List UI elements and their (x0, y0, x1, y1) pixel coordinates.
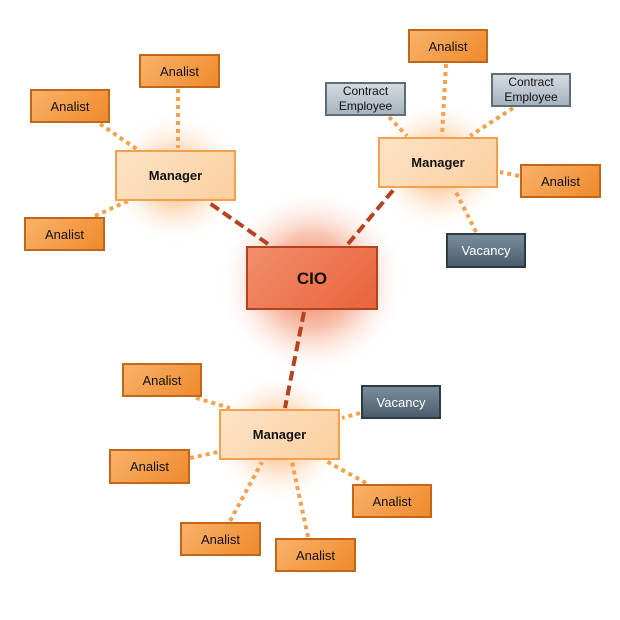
member-link (468, 106, 515, 138)
analist-node[interactable]: Analist (139, 54, 220, 88)
manager-node-label: Manager (252, 427, 307, 442)
analist-node[interactable]: Analist (408, 29, 488, 63)
analist-node[interactable]: Analist (24, 217, 105, 251)
vacancy-node[interactable]: Vacancy (361, 385, 441, 419)
analist-node-label: Analist (129, 459, 170, 474)
member-link (499, 170, 520, 178)
analist-node-label: Analist (540, 173, 581, 189)
manager-node[interactable]: Manager (115, 150, 236, 201)
manager-node[interactable]: Manager (378, 137, 498, 188)
manager-node[interactable]: Manager (219, 409, 340, 460)
analist-node[interactable]: Analist (180, 522, 261, 556)
analist-node-label: Analist (295, 547, 336, 563)
member-link (94, 198, 131, 218)
contract-node[interactable]: Contract Employee (325, 82, 406, 116)
analist-node[interactable]: Analist (520, 164, 601, 198)
analist-node-label: Analist (142, 372, 182, 388)
analist-node-label: Analist (159, 63, 200, 79)
cio-link (206, 200, 270, 246)
analist-node-label: Analist (50, 98, 90, 114)
manager-node-label: Manager (411, 155, 465, 170)
member-link (341, 411, 361, 420)
analist-node-label: Analist (44, 226, 85, 242)
analist-node[interactable]: Analist (109, 449, 190, 484)
member-link (195, 396, 231, 410)
analist-node[interactable]: Analist (122, 363, 202, 397)
analist-node-label: Analist (200, 531, 241, 547)
vacancy-node[interactable]: Vacancy (446, 233, 526, 268)
contract-node-label: Contract Employee (338, 84, 393, 113)
analist-node[interactable]: Analist (275, 538, 356, 572)
analist-node[interactable]: Analist (352, 484, 432, 518)
vacancy-node-label: Vacancy (376, 394, 426, 410)
cio-node[interactable]: CIO (246, 246, 378, 310)
cio-node-label: CIO (296, 268, 328, 288)
cio-link (346, 186, 397, 246)
cio-link (283, 311, 306, 409)
contract-node[interactable]: Contract Employee (491, 73, 571, 107)
manager-node-label: Manager (148, 168, 203, 183)
analist-node-label: Analist (428, 38, 468, 54)
vacancy-node-label: Vacancy (461, 243, 511, 258)
analist-node[interactable]: Analist (30, 89, 110, 123)
contract-node-label: Contract Employee (504, 75, 558, 104)
member-link (228, 461, 264, 522)
analist-node-label: Analist (372, 493, 412, 509)
